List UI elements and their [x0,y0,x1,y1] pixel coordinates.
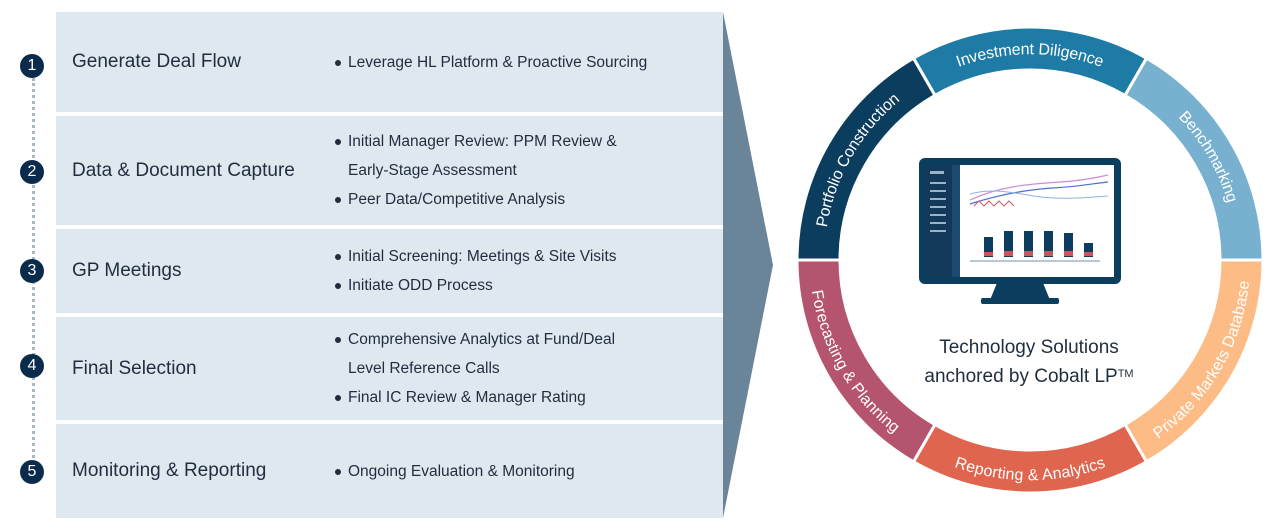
caption-line-1: Technology Solutions [939,337,1119,358]
step-bullets: Initial Manager Review: PPM Review & Ear… [334,116,617,225]
step-number: 4 [20,354,44,378]
step-title: Monitoring & Reporting [72,460,267,481]
caption-line-2-text: anchored by Cobalt LP [924,366,1118,387]
step-bullets: Comprehensive Analytics at Fund/Deal Lev… [334,317,615,420]
step-bullets: Initial Screening: Meetings & Site Visit… [334,229,617,313]
ring-segment [911,25,1149,98]
bullet-item: Comprehensive Analytics at Fund/Deal [334,325,615,354]
step-bullets: Ongoing Evaluation & Monitoring [334,424,575,518]
bullet-item: Initial Screening: Meetings & Site Visit… [334,242,617,271]
bullet-item: Initial Manager Review: PPM Review & [334,127,617,156]
step-bullets: Leverage HL Platform & Proactive Sourcin… [334,12,647,112]
step-title: Data & Document Capture [72,159,295,181]
ring-segment [1122,56,1265,262]
step-row-gp-meetings: GP Meetings Initial Screening: Meetings … [56,229,723,313]
step-row-monitoring-reporting: Monitoring & Reporting Ongoing Evaluatio… [56,424,723,518]
ring-caption: Technology Solutions anchored by Cobalt … [900,334,1158,390]
technology-solutions-ring: Investment DiligenceBenchmarkingPrivate … [795,25,1265,495]
step-number: 5 [20,460,44,484]
bullet-item: Final IC Review & Manager Rating [334,383,615,412]
bullet-item: Initiate ODD Process [334,271,617,300]
step-number: 3 [20,259,44,283]
ring-segment [795,56,938,262]
step-number: 2 [20,160,44,184]
process-arrow [723,12,773,518]
bullet-item: Early-Stage Assessment [348,162,517,179]
bullet-item: Peer Data/Competitive Analysis [334,185,617,214]
step-title: GP Meetings [72,260,182,281]
step-number: 1 [20,54,44,78]
step-title: Generate Deal Flow [72,51,241,72]
step-row-generate-deal-flow: Generate Deal Flow Leverage HL Platform … [56,12,723,112]
bullet-item: Ongoing Evaluation & Monitoring [334,457,575,486]
step-title: Final Selection [72,357,197,379]
monitor-icon [919,158,1121,304]
bullet-item: Level Reference Calls [348,360,500,377]
trademark-mark: TM [1117,368,1134,380]
bullet-item: Leverage HL Platform & Proactive Sourcin… [334,48,647,77]
step-row-final-selection: Final Selection Comprehensive Analytics … [56,317,723,420]
caption-line-2: anchored by Cobalt LPTM [900,361,1158,390]
step-row-data-document-capture: Data & Document Capture Initial Manager … [56,116,723,225]
